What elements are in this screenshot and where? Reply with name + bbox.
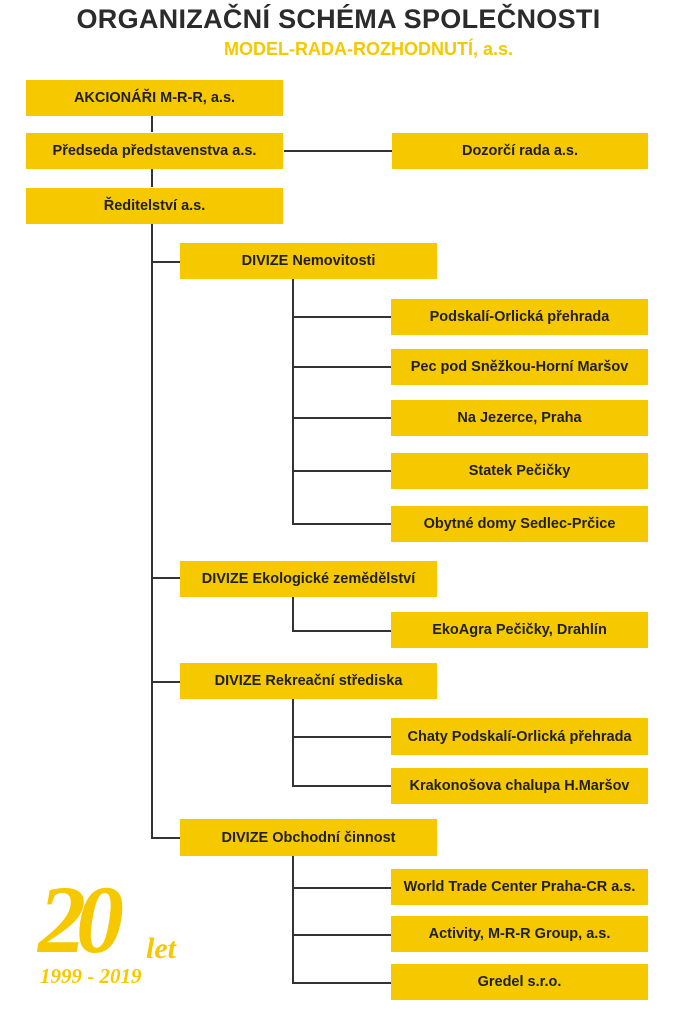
connector-division-4 (151, 837, 181, 839)
unit-box: Gredel s.r.o. (391, 964, 648, 1000)
connector-division-2 (151, 577, 181, 579)
connector-div1-vertical (292, 279, 294, 524)
unit-box: Statek Pečičky (391, 453, 648, 489)
connector-div4-unit-2 (292, 934, 392, 936)
connector-div1-unit-1 (292, 316, 392, 318)
connector-division-3 (151, 681, 181, 683)
connector-div1-unit-3 (292, 417, 392, 419)
connector-div1-unit-2 (292, 366, 392, 368)
connector-div1-unit-5 (292, 523, 392, 525)
anniversary-logo: 20 let 1999 - 2019 (38, 872, 198, 992)
division-box-real-estate: DIVIZE Nemovitosti (180, 243, 437, 279)
unit-box: World Trade Center Praha-CR a.s. (391, 869, 648, 905)
unit-box: Na Jezerce, Praha (391, 400, 648, 436)
division-box-recreation: DIVIZE Rekreační střediska (180, 663, 437, 699)
unit-box: EkoAgra Pečičky, Drahlín (391, 612, 648, 648)
shareholders-box: AKCIONÁŘI M-R-R, a.s. (26, 80, 283, 116)
unit-box: Obytné domy Sedlec-Prčice (391, 506, 648, 542)
connector-div2-unit-1 (292, 630, 392, 632)
connector-div4-vertical (292, 856, 294, 983)
connector-div3-unit-1 (292, 736, 392, 738)
connector-trunk-top (151, 116, 153, 132)
connector-div3-unit-2 (292, 785, 392, 787)
unit-box: Podskalí-Orlická přehrada (391, 299, 648, 335)
connector-trunk-main (151, 224, 153, 838)
anniversary-word: let (146, 932, 176, 965)
supervisory-board-box: Dozorčí rada a.s. (392, 133, 648, 169)
unit-box: Pec pod Sněžkou-Horní Maršov (391, 349, 648, 385)
connector-div3-vertical (292, 699, 294, 786)
page-title: ORGANIZAČNÍ SCHÉMA SPOLEČNOSTI (76, 4, 601, 34)
chairman-box: Předseda představenstva a.s. (26, 133, 283, 169)
connector-division-1 (151, 261, 181, 263)
division-box-commerce: DIVIZE Obchodní činnost (180, 819, 437, 856)
connector-chairman-supervisory (284, 150, 392, 152)
unit-box: Krakonošova chalupa H.Maršov (391, 768, 648, 804)
company-name: MODEL-RADA-ROZHODNUTÍ, a.s. (224, 39, 513, 59)
anniversary-number: 20 (38, 866, 124, 973)
unit-box: Chaty Podskalí-Orlická přehrada (391, 718, 648, 755)
connector-div2-vertical (292, 596, 294, 631)
connector-div1-unit-4 (292, 470, 392, 472)
unit-box: Activity, M-R-R Group, a.s. (391, 916, 648, 952)
anniversary-years: 1999 - 2019 (40, 964, 142, 988)
connector-trunk-mid (151, 169, 153, 187)
directorate-box: Ředitelství a.s. (26, 188, 283, 224)
connector-div4-unit-3 (292, 982, 392, 984)
connector-div4-unit-1 (292, 887, 392, 889)
division-box-eco-agriculture: DIVIZE Ekologické zemědělství (180, 561, 437, 597)
